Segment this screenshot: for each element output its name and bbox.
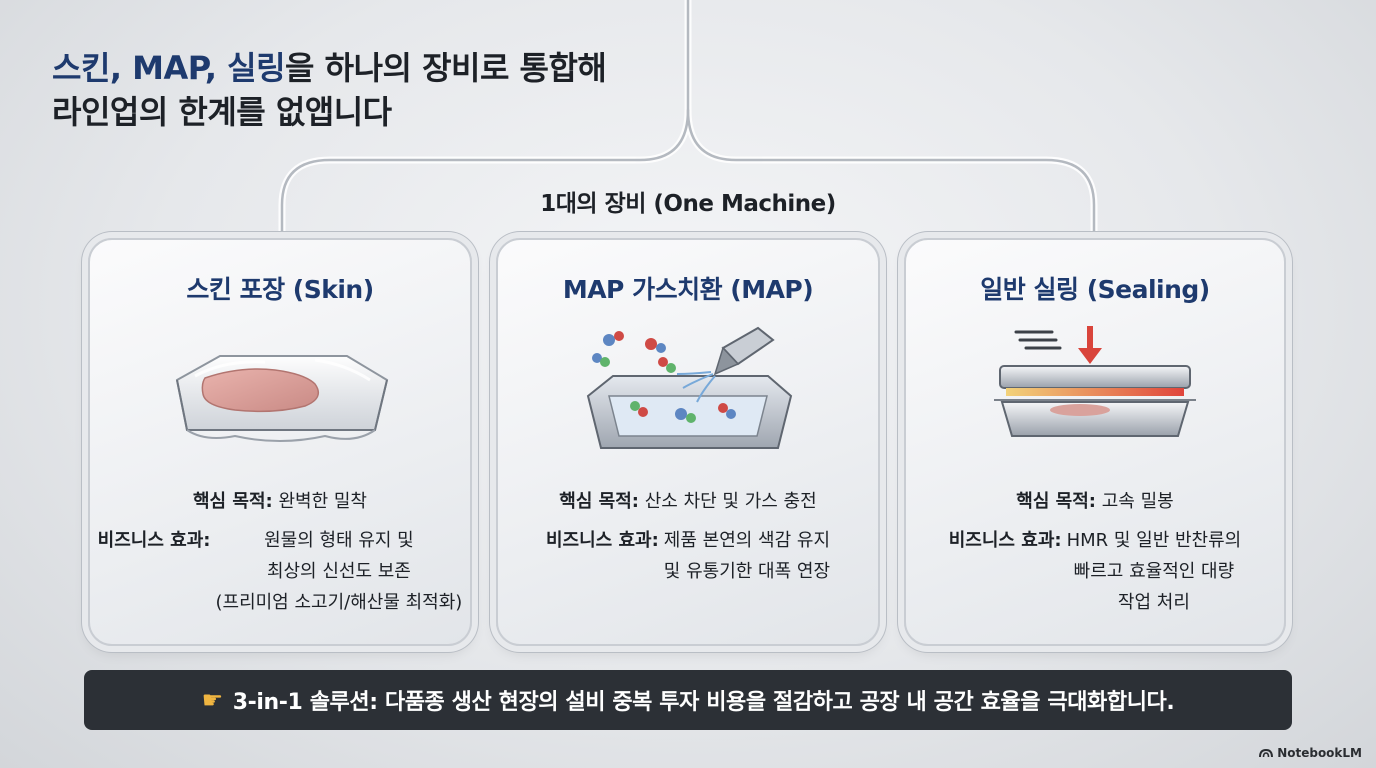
card-title: 일반 실링 (Sealing) xyxy=(980,275,1210,304)
gas-molecules xyxy=(592,331,736,423)
purpose-label: 핵심 목적: xyxy=(559,491,640,512)
purpose-value: 산소 차단 및 가스 충전 xyxy=(644,491,817,512)
card-title: 스킨 포장 (Skin) xyxy=(186,275,374,304)
effect-label: 비즈니스 효과: xyxy=(948,530,1062,551)
card-effect: 비즈니스 효과: 제품 본연의 색감 유지 및 유통기한 대폭 연장 xyxy=(498,525,878,587)
banner-text: 3-in-1 솔루션: 다품종 생산 현장의 설비 중복 투자 비용을 절감하고… xyxy=(232,690,1175,715)
card-effect: 비즈니스 효과: 원물의 형태 유지 및 최상의 신선도 보존 (프리미엄 소고… xyxy=(90,525,470,618)
summary-banner: ☛ 3-in-1 솔루션: 다품종 생산 현장의 설비 중복 투자 비용을 절감… xyxy=(84,670,1292,730)
card-map: MAP 가스치환 (MAP) 핵심 목적: 산소 차단 및 가스 충전 xyxy=(496,238,880,646)
purpose-value: 완벽한 밀착 xyxy=(278,491,367,512)
heat-seal-press-icon xyxy=(994,326,1196,437)
purpose-label: 핵심 목적: xyxy=(193,491,273,512)
notebooklm-logo-icon xyxy=(1259,748,1274,758)
watermark-text: NotebookLM xyxy=(1277,746,1362,760)
pointing-hand-icon: ☛ xyxy=(201,686,224,714)
machine-label: 1대의 장비 (One Machine) xyxy=(540,191,836,217)
effect-value: 제품 본연의 색감 유지 및 유통기한 대폭 연장 xyxy=(663,530,831,582)
purpose-value: 고속 밀봉 xyxy=(1101,491,1174,512)
card-sealing: 일반 실링 (Sealing) 핵심 목적: 고속 밀봉 비즈니스 효과: xyxy=(904,238,1286,646)
watermark: NotebookLM xyxy=(1259,746,1362,760)
gas-flush-tray-icon xyxy=(586,326,793,449)
title-line1-rest: 을 하나의 장비로 통합해 xyxy=(285,49,607,87)
effect-value: HMR 및 일반 반찬류의 빠르고 효율적인 대량 작업 처리 xyxy=(1066,530,1242,613)
vacuum-skin-tray-icon xyxy=(175,355,389,442)
title-accent: 스킨, MAP, 실링 xyxy=(52,49,286,87)
title-line2: 라인업의 한계를 없앱니다 xyxy=(52,93,392,131)
card-purpose: 핵심 목적: 고속 밀봉 xyxy=(906,486,1284,517)
effect-label: 비즈니스 효과: xyxy=(545,530,659,551)
effect-label: 비즈니스 효과: xyxy=(97,530,211,551)
card-purpose: 핵심 목적: 완벽한 밀착 xyxy=(90,486,470,517)
card-effect: 비즈니스 효과: HMR 및 일반 반찬류의 빠르고 효율적인 대량 작업 처리 xyxy=(906,525,1284,618)
purpose-label: 핵심 목적: xyxy=(1016,491,1096,512)
page-title: 스킨, MAP, 실링을 하나의 장비로 통합해 라인업의 한계를 없앱니다 xyxy=(52,46,607,134)
card-purpose: 핵심 목적: 산소 차단 및 가스 충전 xyxy=(498,486,878,517)
card-title: MAP 가스치환 (MAP) xyxy=(562,275,814,304)
card-skin: 스킨 포장 (Skin) 핵심 목적: 완벽한 밀착 비즈니스 효과: 원물의 … xyxy=(88,238,472,646)
effect-value: 원물의 형태 유지 및 최상의 신선도 보존 (프리미엄 소고기/해산물 최적화… xyxy=(215,530,463,613)
